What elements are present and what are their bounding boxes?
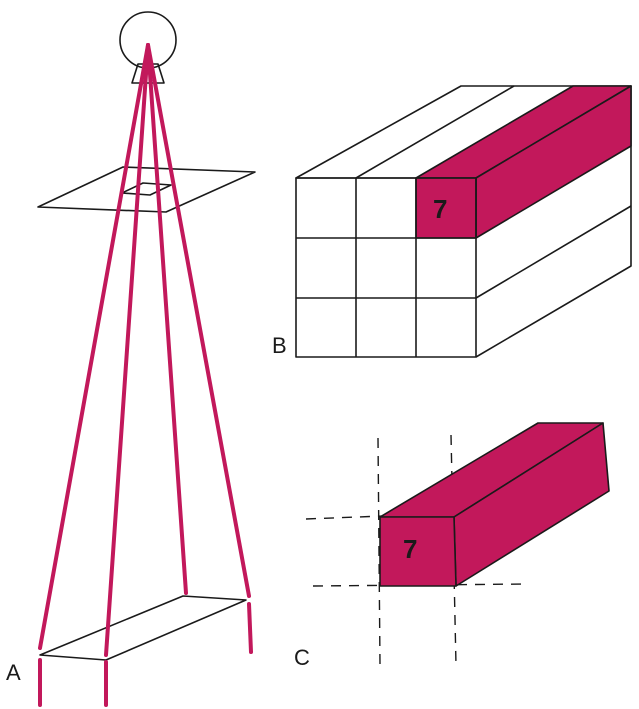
block-front-face <box>295 177 477 358</box>
xray-beam <box>146 43 188 595</box>
xray-beam <box>38 43 150 650</box>
voxel-column <box>379 422 610 587</box>
panel-c: 7 C <box>294 422 610 670</box>
panel-b: 7 B <box>272 85 632 358</box>
panel-b-label: B <box>272 333 287 358</box>
xray-beam <box>247 602 253 654</box>
panel-a: A <box>6 11 256 707</box>
xray-beam <box>146 43 251 598</box>
xray-beams <box>38 43 253 707</box>
voxel-number: 7 <box>433 194 447 224</box>
object-plane <box>37 166 256 213</box>
xray-beam <box>104 43 150 657</box>
detector-plane <box>39 595 247 661</box>
panel-a-label: A <box>6 660 21 685</box>
highlighted-voxel-column <box>415 85 632 239</box>
panel-c-label: C <box>294 645 310 670</box>
voxel-number: 7 <box>403 534 417 564</box>
